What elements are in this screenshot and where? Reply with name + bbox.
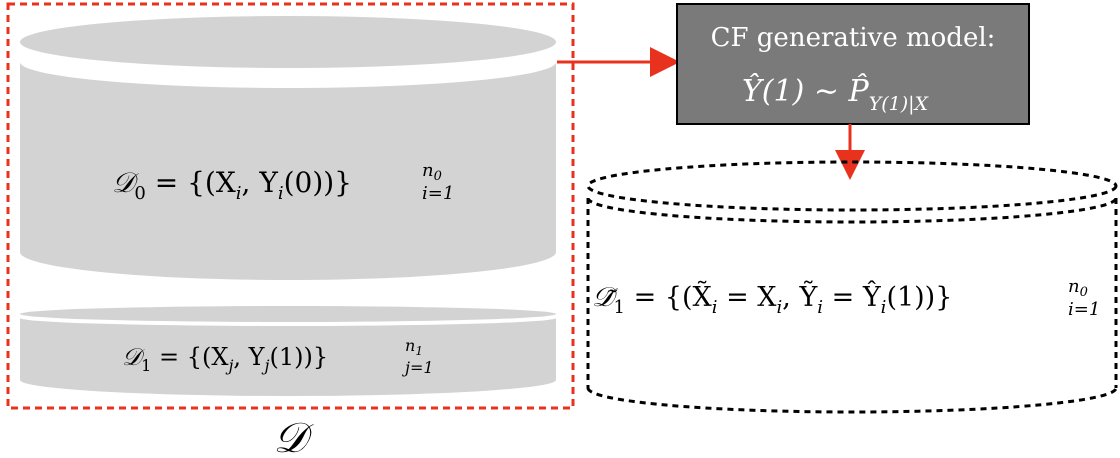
d1-tilde-cylinder <box>586 160 1118 414</box>
model-formula: Ŷ(1) ∼ P̂Y(1)|X <box>742 73 930 115</box>
d1-upper-limit: n1 <box>405 336 423 358</box>
d0-upper-limit: n0 <box>422 160 442 184</box>
d1-tilde-formula: 𝒟̃1 = {(X̃i = Xi, Ỹi = Ŷi(1))} <box>592 280 952 318</box>
d1-formula: 𝒟1 = {(Xj, Yj(1))} <box>122 343 328 375</box>
d1-cylinder <box>20 306 556 396</box>
d0-cylinder <box>20 16 556 280</box>
model-box: CF generative model: Ŷ(1) ∼ P̂Y(1)|X <box>676 3 1030 125</box>
model-title: CF generative model: <box>711 23 996 53</box>
d0-cylinder-top <box>20 16 556 68</box>
d1-cylinder-top <box>20 306 556 322</box>
dataset-label: 𝒟 <box>273 413 314 458</box>
d0-formula: 𝒟0 = {(Xi, Yi(0))} <box>112 166 352 204</box>
d1-tilde-lower-limit: i=1 <box>1068 299 1100 320</box>
dataset-frame <box>6 2 575 410</box>
d1-tilde-upper-limit: n0 <box>1068 276 1088 300</box>
d0-lower-limit: i=1 <box>422 183 454 204</box>
d1-lower-limit: j=1 <box>402 358 434 377</box>
